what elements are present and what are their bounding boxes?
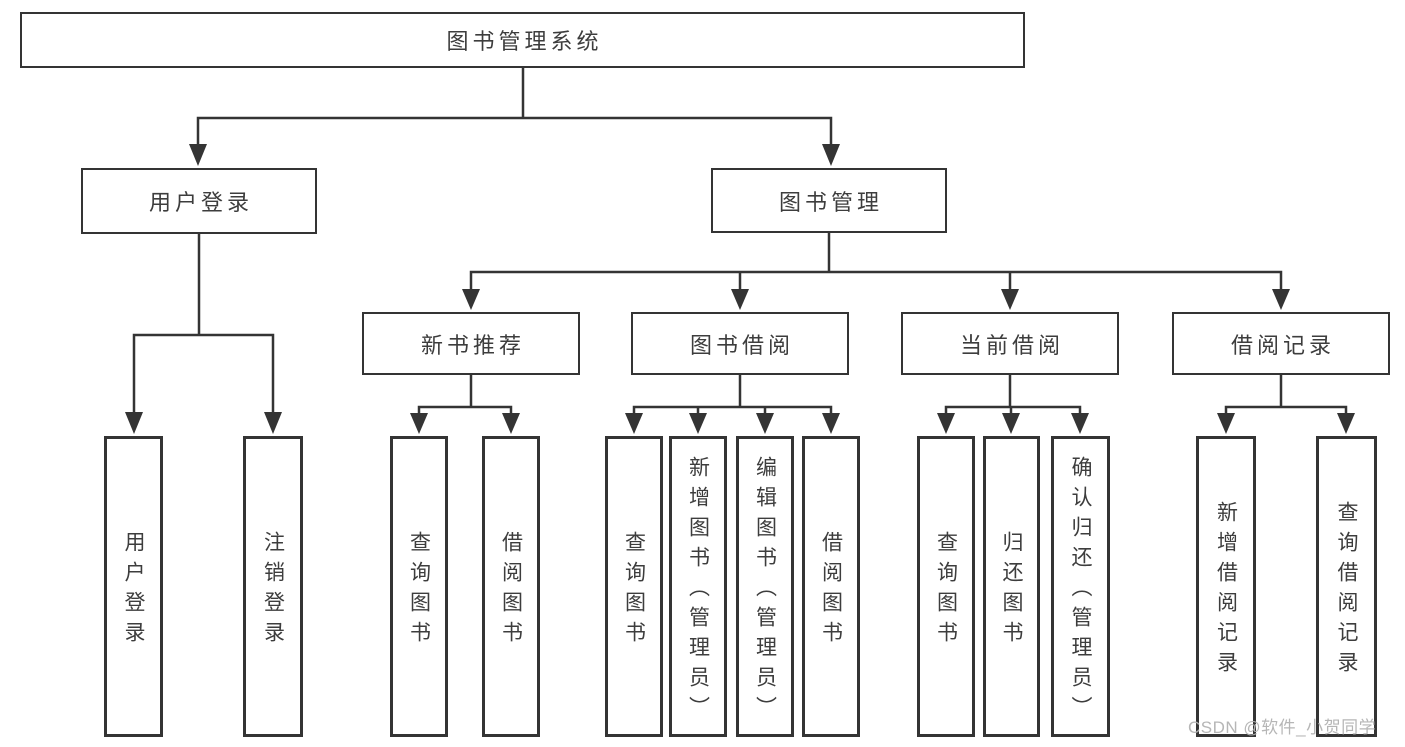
csdn-watermark: CSDN @软件_小贺同学 [1188, 718, 1377, 737]
leaf-edit-books-admin: 编辑图书（管理员） [736, 436, 794, 737]
connector-root-split [196, 68, 833, 146]
node-book-management-label: 图书管理 [778, 189, 883, 215]
node-library-system-label: 图书管理系统 [446, 29, 603, 54]
leaf-logout-label: 注销登录 [261, 530, 285, 651]
leaf-recommend-query-books: 查询图书 [390, 436, 448, 737]
node-book-management: 图书管理 [711, 168, 947, 233]
leaf-add-books-admin: 新增图书（管理员） [669, 436, 727, 737]
node-user-login: 用户登录 [81, 168, 317, 234]
leaf-user-login-label: 用户登录 [122, 530, 145, 651]
node-book-borrowing-label: 图书借阅 [689, 332, 794, 358]
connector-borrow-records-split [1224, 375, 1348, 415]
leaf-logout: 注销登录 [243, 436, 303, 737]
connector-book-borrow-split [632, 375, 833, 415]
leaf-borrowing-borrow-books: 借阅图书 [802, 436, 860, 737]
leaf-edit-books-admin-label: 编辑图书（管理员） [753, 455, 777, 726]
connector-user-login-split [132, 234, 275, 414]
node-library-system: 图书管理系统 [20, 12, 1025, 68]
leaf-recommend-query-books-label: 查询图书 [407, 530, 431, 651]
leaf-borrowing-query-books: 查询图书 [605, 436, 663, 737]
connector-new-book-split [417, 375, 513, 415]
leaf-add-books-admin-label: 新增图书（管理员） [686, 455, 710, 726]
node-new-book-recommend: 新书推荐 [362, 312, 580, 375]
connector-book-mgmt-split [469, 233, 1283, 291]
leaf-add-borrow-record: 新增借阅记录 [1196, 436, 1256, 737]
leaf-borrowing-query-books-label: 查询图书 [622, 530, 646, 651]
leaf-return-books-label: 归还图书 [1000, 530, 1023, 651]
node-borrowing-records: 借阅记录 [1172, 312, 1390, 375]
node-book-borrowing: 图书借阅 [631, 312, 849, 375]
leaf-query-borrow-record: 查询借阅记录 [1316, 436, 1377, 737]
node-current-borrowing-label: 当前借阅 [959, 332, 1064, 358]
node-borrowing-records-label: 借阅记录 [1230, 332, 1335, 358]
leaf-confirm-return-admin-label: 确认归还（管理员） [1069, 455, 1092, 726]
leaf-recommend-borrow-books: 借阅图书 [482, 436, 540, 737]
node-new-book-recommend-label: 新书推荐 [420, 332, 525, 358]
leaf-query-borrow-record-label: 查询借阅记录 [1335, 500, 1358, 681]
leaf-current-query-books: 查询图书 [917, 436, 975, 737]
leaf-current-query-books-label: 查询图书 [934, 530, 958, 651]
connector-current-borrow-split [944, 375, 1082, 415]
node-user-login-label: 用户登录 [148, 190, 253, 215]
leaf-add-borrow-record-label: 新增借阅记录 [1214, 500, 1238, 681]
leaf-borrowing-borrow-books-label: 借阅图书 [819, 530, 843, 651]
node-current-borrowing: 当前借阅 [901, 312, 1119, 375]
arrowheads [125, 144, 1355, 434]
leaf-return-books: 归还图书 [983, 436, 1040, 737]
leaf-recommend-borrow-books-label: 借阅图书 [499, 530, 523, 651]
leaf-confirm-return-admin: 确认归还（管理员） [1051, 436, 1110, 737]
leaf-user-login: 用户登录 [104, 436, 163, 737]
